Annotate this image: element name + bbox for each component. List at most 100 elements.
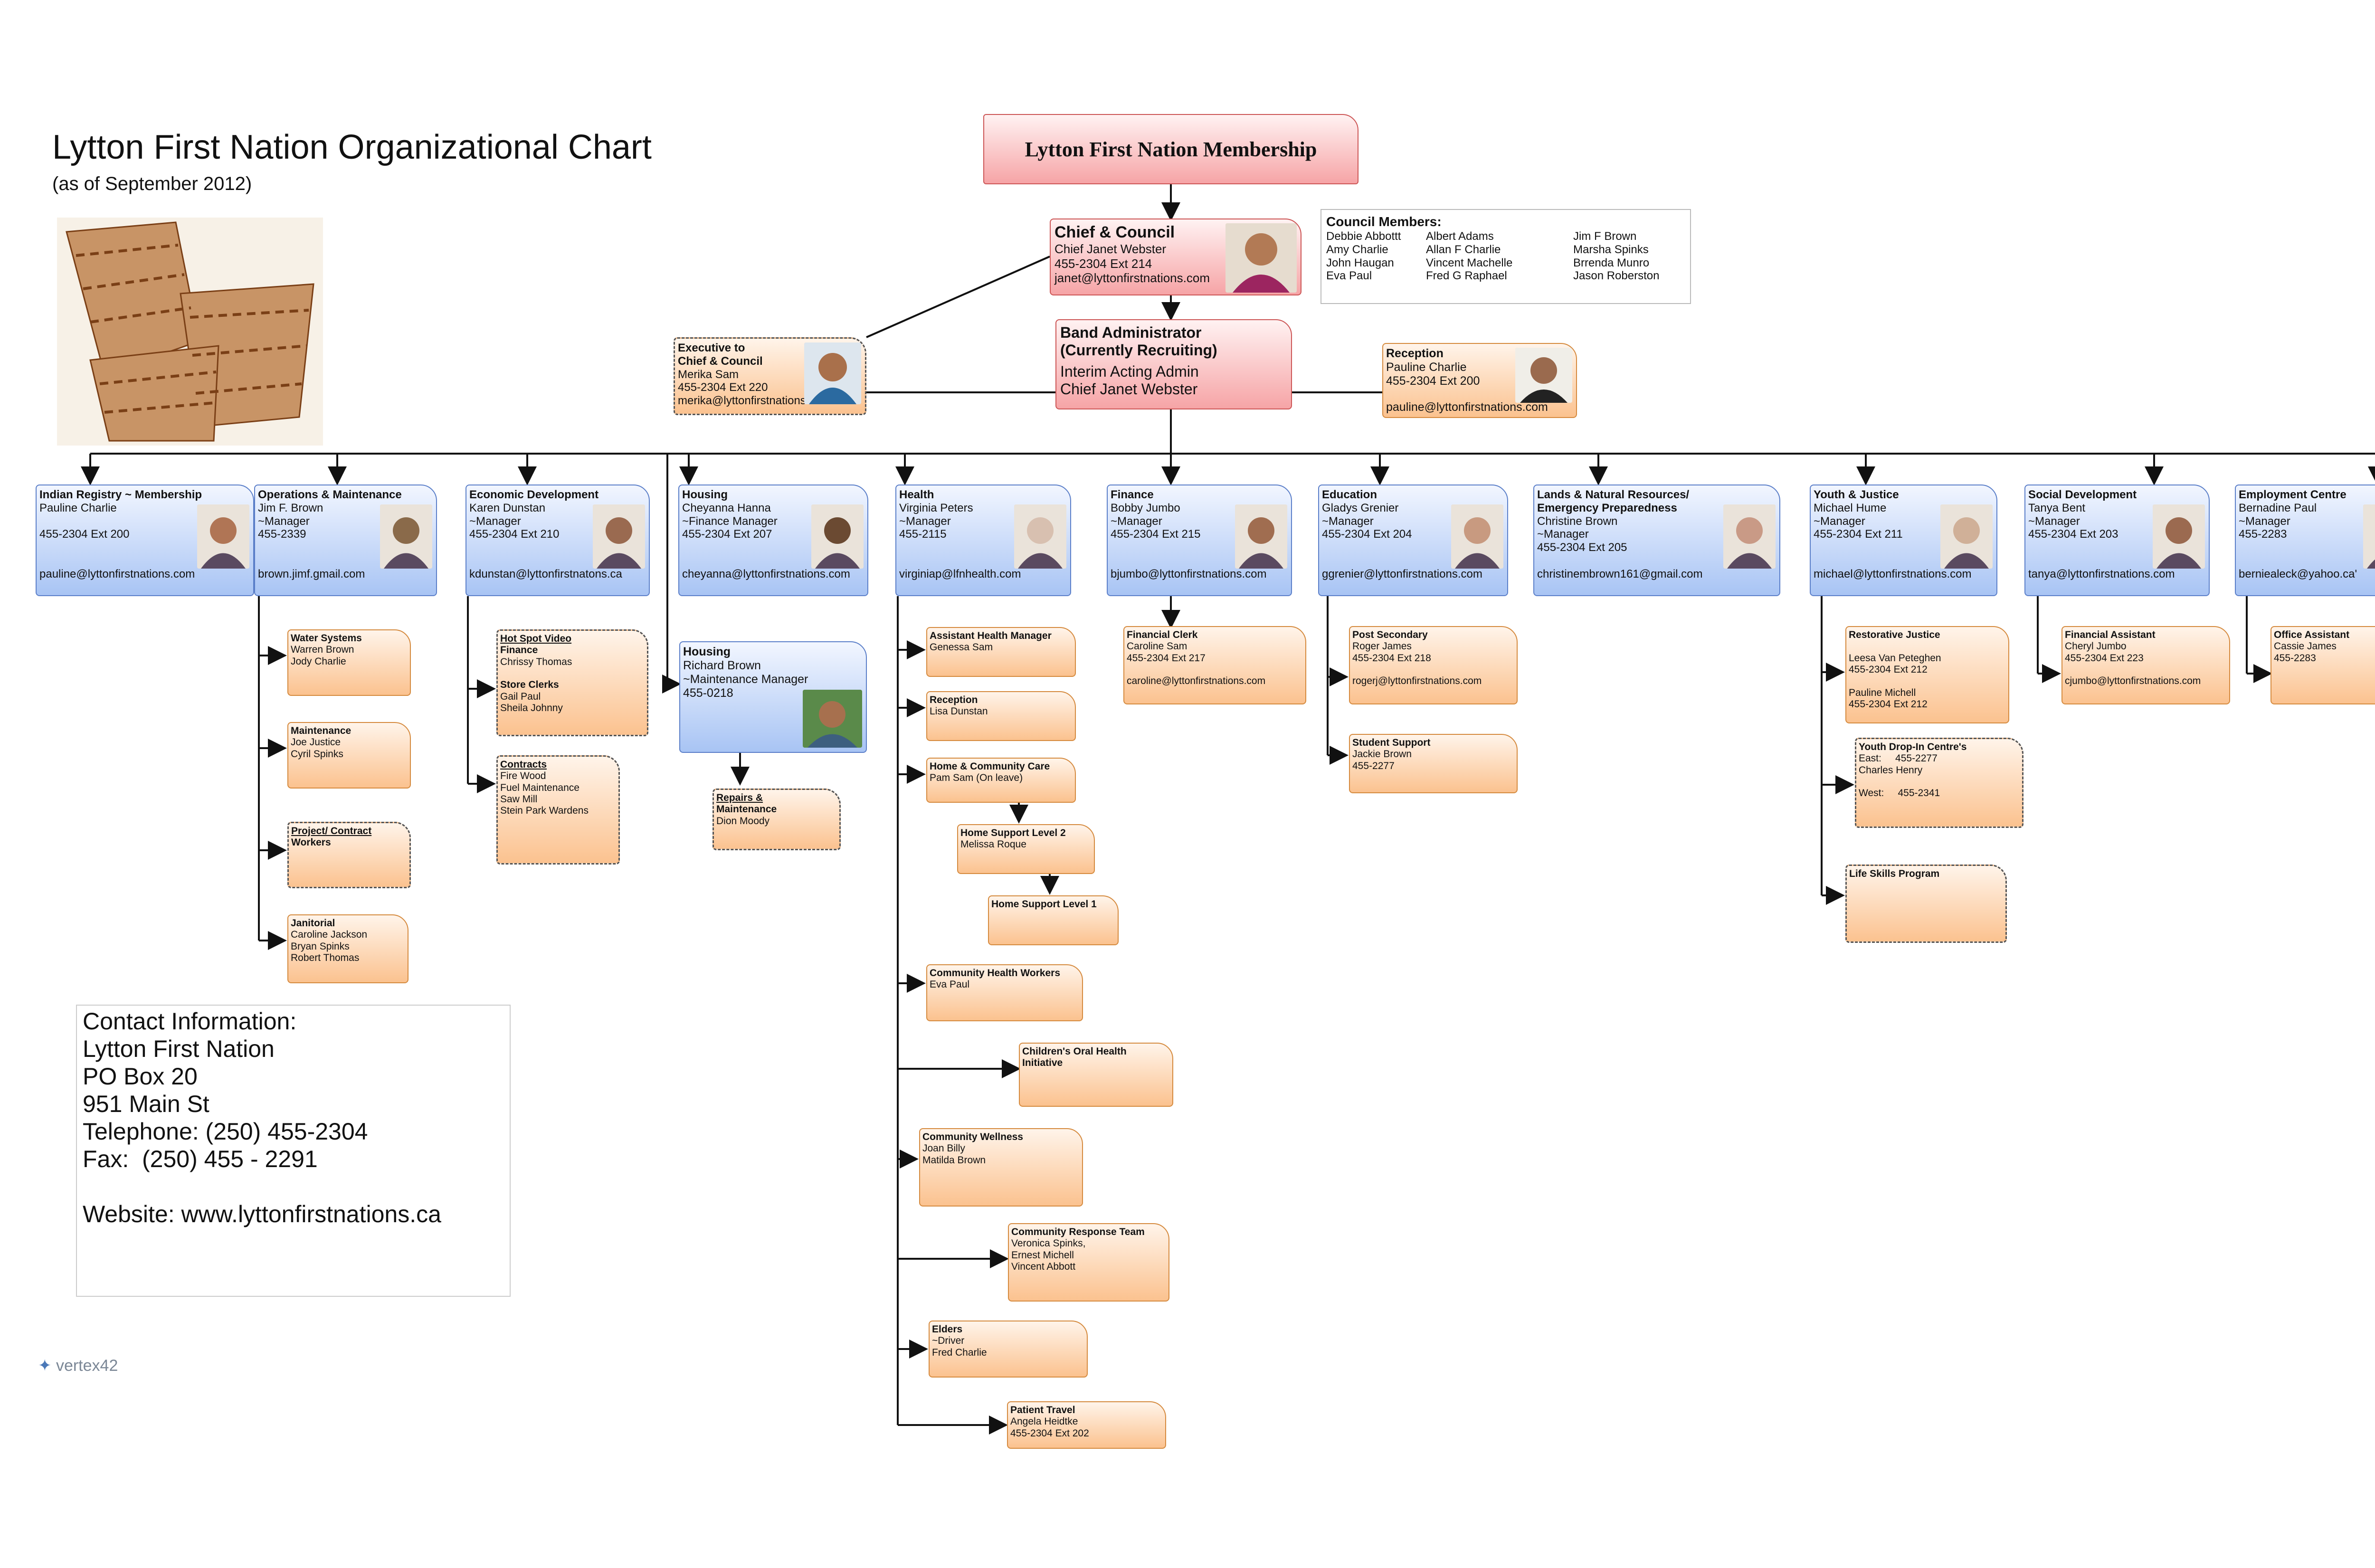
dept-photo xyxy=(2153,504,2205,569)
dept-line: pauline@lyttonfirstnations.com xyxy=(39,567,195,580)
council-member: Allan F Charlie xyxy=(1426,243,1501,256)
dept-line: 455-2339 xyxy=(258,528,306,541)
dept-line: Tanya Bent xyxy=(2028,501,2086,514)
sub-line: Store Clerks xyxy=(500,679,559,691)
dept-title: Health xyxy=(899,488,934,501)
council-member: John Haugan xyxy=(1326,256,1394,269)
basket-illustration xyxy=(57,218,323,446)
sub-line xyxy=(1849,675,2006,687)
contact-fax: Fax: (250) 455 - 2291 xyxy=(83,1146,318,1172)
sub-line: Lisa Dunstan xyxy=(930,706,988,717)
sub-title: Reception xyxy=(930,694,978,705)
sub-title: Water Systems xyxy=(291,633,362,644)
sub-line: 455-2283 xyxy=(2274,652,2316,664)
sub-line: Warren Brown xyxy=(291,644,354,656)
dept-line: Bernadine Paul xyxy=(2239,501,2317,514)
dept-line: 455-2304 Ext 204 xyxy=(1322,528,1412,541)
page-title: Lytton First Nation Organizational Chart xyxy=(52,128,652,166)
sub-title: Elders xyxy=(932,1324,963,1335)
sub-line: Caroline Jackson xyxy=(291,929,368,941)
band-admin-name: Chief Janet Webster xyxy=(1060,380,1198,398)
dept-title: Economic Development xyxy=(469,488,599,501)
sub-line: Ernest Michell xyxy=(1011,1249,1074,1261)
dept-photo xyxy=(1451,504,1503,569)
dept-line: 455-2304 Ext 215 xyxy=(1111,528,1201,541)
dept-line: 455-2115 xyxy=(899,528,947,541)
dept-line: ~Manager xyxy=(2028,514,2080,528)
sub-line: Gail Paul xyxy=(500,691,541,702)
dept-line: Jim F. Brown xyxy=(258,501,323,514)
dept-line: Virginia Peters xyxy=(899,501,973,514)
band-admin-title: Band Administrator xyxy=(1060,324,1202,341)
sub-line: 455-2304 Ext 212 xyxy=(1849,699,1928,710)
sub-title: Life Skills Program xyxy=(1849,868,1940,879)
housing-maintenance-box: Housing Richard Brown ~Maintenance Manag… xyxy=(679,641,867,753)
life-skills-program-box: Life Skills Program xyxy=(1845,865,2007,943)
sub-line: Pauline Michell xyxy=(1849,687,1916,698)
sub-line: Jackie Brown xyxy=(1352,749,1412,760)
sub-line: rogerj@lyttonfirstnations.com xyxy=(1352,675,1482,687)
sub-line: 455-2304 Ext 218 xyxy=(1352,652,1431,664)
sub-line: Initiative xyxy=(1022,1057,1063,1069)
sub-title: Community Wellness xyxy=(922,1131,1023,1142)
dept-line: cheyanna@lyttonfirstnations.com xyxy=(682,567,850,580)
sub-title: Home & Community Care xyxy=(930,761,1050,772)
sub-line: Angela Heidtke xyxy=(1010,1416,1078,1427)
dept-photo xyxy=(197,504,249,569)
dept-line: Christine Brown xyxy=(1537,514,1618,528)
sub-line: cjumbo@lyttonfirstnations.com xyxy=(2065,675,2201,687)
sub-title: Maintenance xyxy=(291,725,352,736)
council-member: Fred G Raphael xyxy=(1426,269,1507,283)
sub-line: Saw Mill xyxy=(500,794,538,805)
sub-title: Hot Spot Video xyxy=(500,633,572,644)
sub-line: Fuel Maintenance xyxy=(500,782,580,793)
sub-title: Community Response Team xyxy=(1011,1226,1145,1237)
sub-line: 455-2304 Ext 212 xyxy=(1849,664,1928,675)
council-member: Brrenda Munro xyxy=(1573,256,1650,269)
dept-line: 455-2304 Ext 200 xyxy=(39,528,130,541)
sub-title: Patient Travel xyxy=(1010,1405,1075,1416)
dept-title: Lands & Natural Resources/ xyxy=(1537,488,1690,501)
contact-po-box: PO Box 20 xyxy=(83,1063,198,1090)
sub-title: Home Support Level 1 xyxy=(991,899,1097,910)
sub-line xyxy=(500,668,645,679)
dept-line: ~Manager xyxy=(1537,528,1589,541)
chief-name: Chief Janet Webster xyxy=(1054,242,1167,257)
dept-title: Housing xyxy=(682,488,728,501)
housing2-title: Housing xyxy=(683,645,731,658)
sub-line: Melissa Roque xyxy=(960,839,1026,850)
dept-photo xyxy=(1235,504,1287,569)
dept-title: Youth & Justice xyxy=(1814,488,1899,501)
sub-line xyxy=(1859,776,2020,788)
sub-line: Matilda Brown xyxy=(922,1154,986,1166)
sub-title: Youth Drop-In Centre's xyxy=(1859,741,1967,752)
chief-phone: 455-2304 Ext 214 xyxy=(1054,256,1152,271)
sub-title: Restorative Justice xyxy=(1849,629,1940,640)
sub-title: Student Support xyxy=(1352,737,1431,748)
sub-line: Fire Wood xyxy=(500,770,546,782)
sub-title: Contracts xyxy=(500,759,547,770)
executive-title-2: Chief & Council xyxy=(678,354,763,368)
sub-line: East: 455-2277 xyxy=(1859,753,1938,764)
dept-line: Emergency Preparedness xyxy=(1537,501,1677,514)
sub-line: Leesa Van Peteghen xyxy=(1849,652,1941,664)
dept-line: Michael Hume xyxy=(1814,501,1887,514)
dept-line: ~Manager xyxy=(258,514,310,528)
council-member: Jim F Brown xyxy=(1573,230,1637,243)
dept-title: Finance xyxy=(1111,488,1154,501)
contact-heading: Contact Information: xyxy=(83,1008,297,1035)
